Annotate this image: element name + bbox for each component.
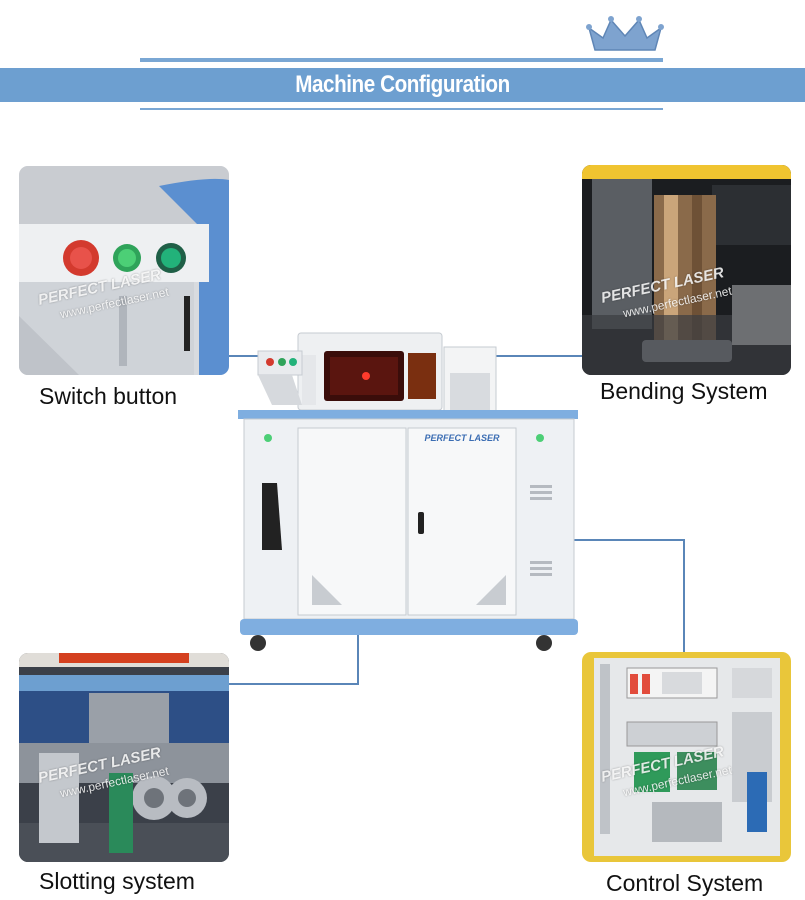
control-system-caption: Control System [606,870,764,896]
header-band [0,68,805,102]
slotting-system-photo: PERFECT LASER www.perfectlaser.net [19,653,229,862]
header-bottom-rule [140,108,663,110]
switch-button-photo: PERFECT LASER www.perfectlaser.net [19,166,229,375]
control-system-photo: PERFECT LASER www.perfectlaser.net [582,652,791,862]
header-top-rule [140,58,663,62]
page-title: Machine Configuration [295,71,510,98]
machine-brand-plate: PERFECT LASER [424,433,500,443]
bending-system-photo: PERFECT LASER www.perfectlaser.net [582,165,791,375]
machine-illustration: PERFECT LASER [238,332,578,651]
crown-icon [586,16,664,51]
switch-button-caption: Switch button [39,383,178,409]
slotting-system-caption: Slotting system [39,868,195,894]
bending-system-caption: Bending System [600,378,768,404]
